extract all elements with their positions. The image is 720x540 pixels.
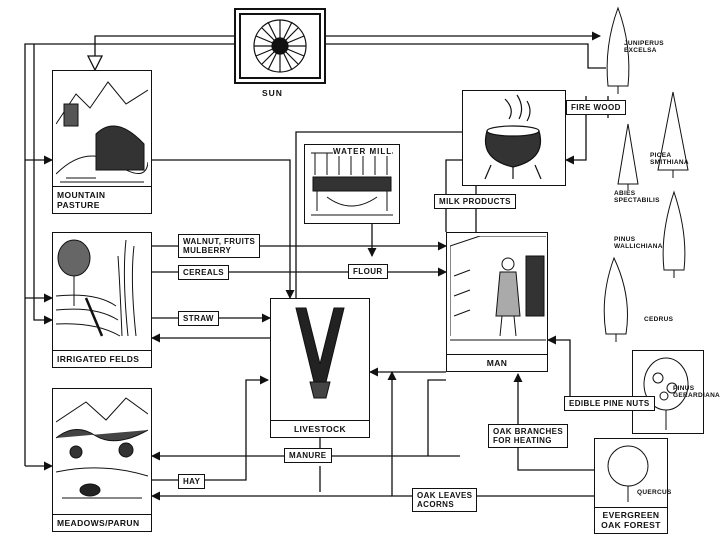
- juniper-tree-icon: [606, 6, 630, 94]
- cooking-pot-icon: [484, 94, 542, 180]
- mountain-pasture-box: MOUNTAIN PASTURE: [52, 70, 152, 214]
- fields-illustration: [56, 239, 137, 337]
- man-illustration: [450, 236, 546, 341]
- abies-label: ABIES SPECTABILIS: [614, 190, 660, 205]
- meadows-label: MEADOWS/PARUN: [53, 514, 151, 531]
- meadows-box: MEADOWS/PARUN: [52, 388, 152, 532]
- oak-tree-icon: [607, 445, 649, 502]
- livestock-illustration: [295, 307, 345, 399]
- hay-label: HAY: [178, 474, 206, 490]
- oak-leaves-acorns-label: OAK LEAVES ACORNS: [412, 488, 478, 513]
- mountain-pasture-label: MOUNTAIN PASTURE: [53, 186, 151, 213]
- sun-label: SUN: [262, 88, 283, 98]
- sun-icon: [239, 13, 321, 79]
- oak-branches-label: OAK BRANCHES FOR HEATING: [488, 424, 569, 449]
- irrigated-fields-box: IRRIGATED FELDS: [52, 232, 152, 368]
- pine-tree-icon: [643, 357, 689, 430]
- evergreen-oak-box: QUERCUS EVERGREEN OAK FOREST: [594, 438, 671, 534]
- flour-label: FLOUR: [348, 264, 388, 280]
- water-mill-label: WATER MILL: [333, 147, 393, 156]
- pinus-wallichiana-label: PINUS WALLICHIANA: [614, 236, 663, 251]
- water-mill-illustration: [311, 152, 393, 216]
- fire-wood-label: FIRE WOOD: [566, 100, 626, 116]
- juniperus-label: JUNIPERUS EXCELSA: [624, 40, 664, 55]
- sun-box: [234, 8, 326, 84]
- picea-tree-icon: [657, 91, 689, 178]
- cedrus-label: CEDRUS: [644, 316, 674, 323]
- abies-tree-icon: [617, 123, 639, 190]
- edible-pine-nuts-label: EDIBLE PINE NUTS: [564, 396, 655, 412]
- irrigated-fields-label: IRRIGATED FELDS: [53, 350, 151, 367]
- cooking-pot-box: [462, 90, 566, 186]
- meadows-illustration: [56, 397, 148, 499]
- cereals-label: CEREALS: [178, 265, 230, 281]
- manure-label: MANURE: [284, 448, 332, 464]
- pinus-gerardiana-box: PINUS GERARDIANA: [632, 350, 720, 434]
- pinus-gerardiana-label: PINUS GERARDIANA: [673, 385, 720, 400]
- water-mill-box: WATER MILL: [304, 144, 400, 224]
- evergreen-oak-label: EVERGREEN OAK FOREST: [595, 507, 667, 533]
- picea-label: PICEA SMITHIANA: [650, 152, 689, 167]
- walnut-fruits-label: WALNUT, FRUITS MULBERRY: [178, 234, 261, 259]
- milk-products-label: MILK PRODUCTS: [434, 194, 516, 210]
- straw-label: STRAW: [178, 311, 219, 327]
- livestock-box: LIVESTOCK: [270, 298, 370, 438]
- man-label: MAN: [447, 354, 547, 371]
- cedrus-tree-icon: [603, 256, 628, 342]
- quercus-label: QUERCUS: [637, 489, 672, 496]
- man-box: MAN: [446, 232, 548, 372]
- mountain-illustration: [56, 81, 148, 183]
- pinus-wallichiana-tree-icon: [662, 190, 686, 278]
- livestock-label: LIVESTOCK: [271, 420, 369, 437]
